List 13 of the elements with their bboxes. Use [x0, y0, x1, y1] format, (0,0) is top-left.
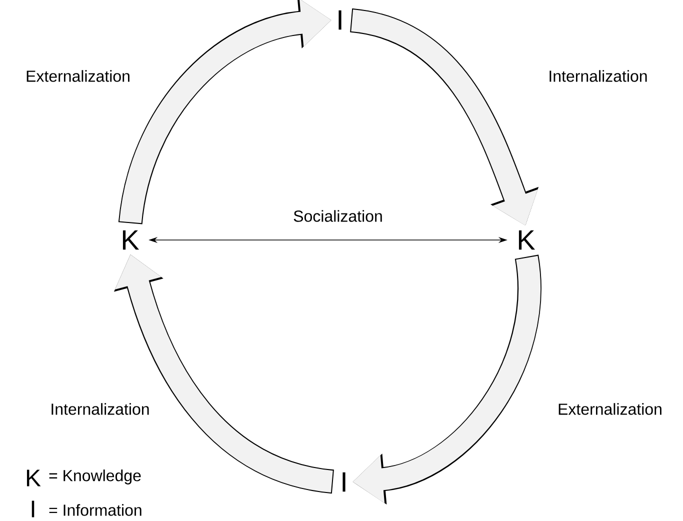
- letter-label: K: [518, 230, 536, 250]
- legend-text: = Information: [49, 504, 142, 516]
- edge-label: Internalization: [547, 69, 649, 83]
- letter-label: I: [338, 10, 342, 30]
- letter-label: I: [342, 472, 346, 492]
- edge-label: Externalization: [24, 69, 132, 83]
- edge-label: Externalization: [556, 402, 664, 416]
- edge-label: Internalization: [49, 402, 151, 416]
- legend-text: = Knowledge: [49, 470, 141, 484]
- edge-label: Socialization: [292, 209, 384, 223]
- legend-symbol: K: [26, 470, 41, 486]
- legend-symbol: I: [32, 500, 34, 518]
- letter-label: K: [122, 230, 140, 250]
